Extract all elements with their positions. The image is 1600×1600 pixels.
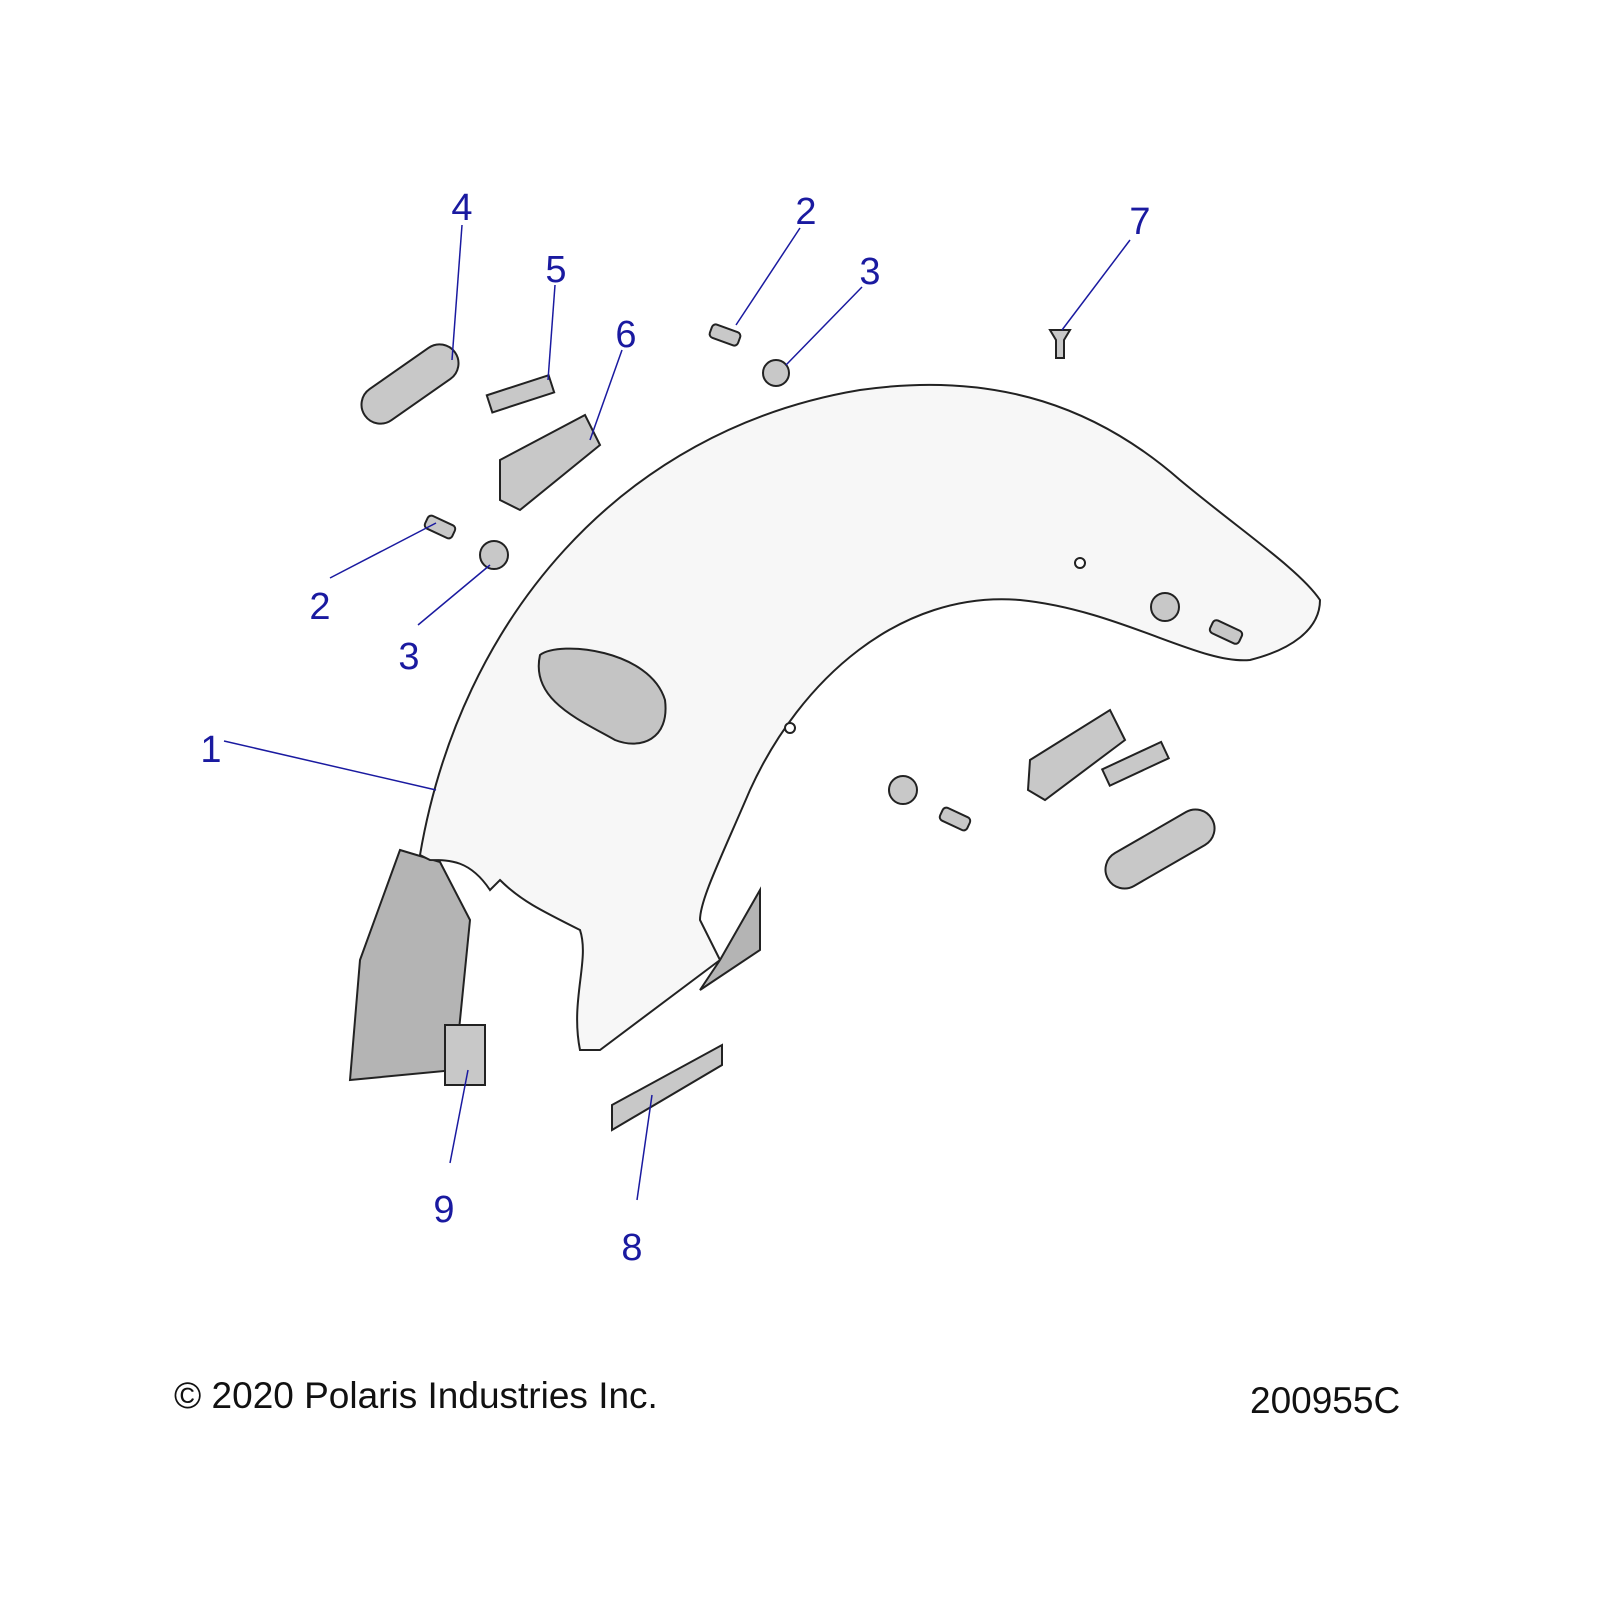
copyright-text: © 2020 Polaris Industries Inc. xyxy=(174,1375,658,1416)
bolt-2b xyxy=(423,514,457,540)
leader-lines xyxy=(223,224,1131,1201)
callout-2: 2 xyxy=(795,191,817,233)
callout-2: 2 xyxy=(309,586,331,628)
rear-fender xyxy=(348,383,1322,1082)
tape-5 xyxy=(485,373,556,414)
callout-5: 5 xyxy=(545,249,567,291)
callout-1: 1 xyxy=(200,729,222,771)
callout-4: 4 xyxy=(451,187,473,229)
pad-9 xyxy=(444,1024,486,1086)
callout-8: 8 xyxy=(621,1227,643,1269)
diagram-id: 200955C xyxy=(1250,1380,1401,1421)
strip-8 xyxy=(611,1043,723,1132)
washer-3a xyxy=(762,359,790,387)
callout-3: 3 xyxy=(859,251,881,293)
reflector-4 xyxy=(360,343,460,425)
screw-7 xyxy=(1048,329,1072,359)
callout-6: 6 xyxy=(615,314,637,356)
parts xyxy=(360,323,1244,1132)
washer-3b xyxy=(479,540,509,570)
bracket-6 xyxy=(499,413,602,512)
callout-3: 3 xyxy=(398,636,420,678)
callout-9: 9 xyxy=(433,1189,455,1231)
callout-7: 7 xyxy=(1129,201,1151,243)
bolt-2a xyxy=(708,323,742,347)
